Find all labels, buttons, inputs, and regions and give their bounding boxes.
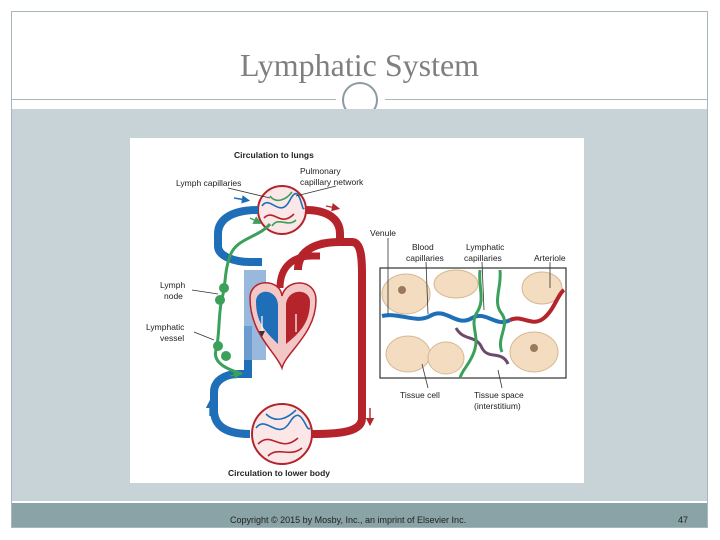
lymph-node-2 [215,295,225,305]
tissue-cell-2 [433,269,479,299]
label-lymphatic-vessel-2: vessel [160,333,184,343]
label-circulation-to-lungs: Circulation to lungs [234,150,314,160]
label-tissue-space-1: Tissue space [474,390,524,400]
title-area: Lymphatic System [11,11,708,106]
label-pulmonary-2: capillary network [300,177,364,187]
label-lymph-node-2: node [164,291,183,301]
label-lymph-capillaries: Lymph capillaries [176,178,241,188]
page-number: 47 [678,515,689,525]
label-lymphatic-vessel-1: Lymphatic [146,322,185,332]
diagram-labels: Circulation to lungs Lymph capillaries P… [146,150,566,478]
label-tissue-space-2: (interstitium) [474,401,521,411]
label-tissue-cell: Tissue cell [400,390,440,400]
label-lymph-node-1: Lymph [160,280,185,290]
diagram-svg: Circulation to lungs Lymph capillaries P… [146,150,567,478]
label-lymphatic-capillaries-1: Lymphatic [466,242,505,252]
lymph-node-3 [213,341,223,351]
label-lymphatic-capillaries-2: capillaries [464,253,502,263]
arterial-circulation [276,203,375,438]
lower-body-capillary-bed [251,403,313,465]
lymphatic-diagram: Circulation to lungs Lymph capillaries P… [130,138,584,483]
tissue-cell-5 [427,341,465,375]
tissue-inset [379,267,567,379]
label-blood-capillaries-2: capillaries [406,253,444,263]
slide-title: Lymphatic System [239,47,480,83]
footer-band [12,503,707,527]
lymph-node-1 [219,283,229,293]
title-rule-right [385,99,708,100]
label-circulation-to-lower-body: Circulation to lower body [228,468,330,478]
tissue-cell-4 [385,335,431,373]
label-pulmonary-1: Pulmonary [300,166,341,176]
label-arteriole: Arteriole [534,253,566,263]
title-rule-left [11,99,336,100]
tissue-cell-1 [381,273,431,315]
label-venule: Venule [370,228,396,238]
copyright-text: Copyright © 2015 by Mosby, Inc., an impr… [230,515,467,525]
leader-lines [191,185,551,389]
label-blood-capillaries-1: Blood [412,242,434,252]
lymph-node-4 [221,351,231,361]
tissue-cell-3 [521,271,563,305]
heart [244,270,317,371]
lymphatic-vessels [213,216,272,380]
